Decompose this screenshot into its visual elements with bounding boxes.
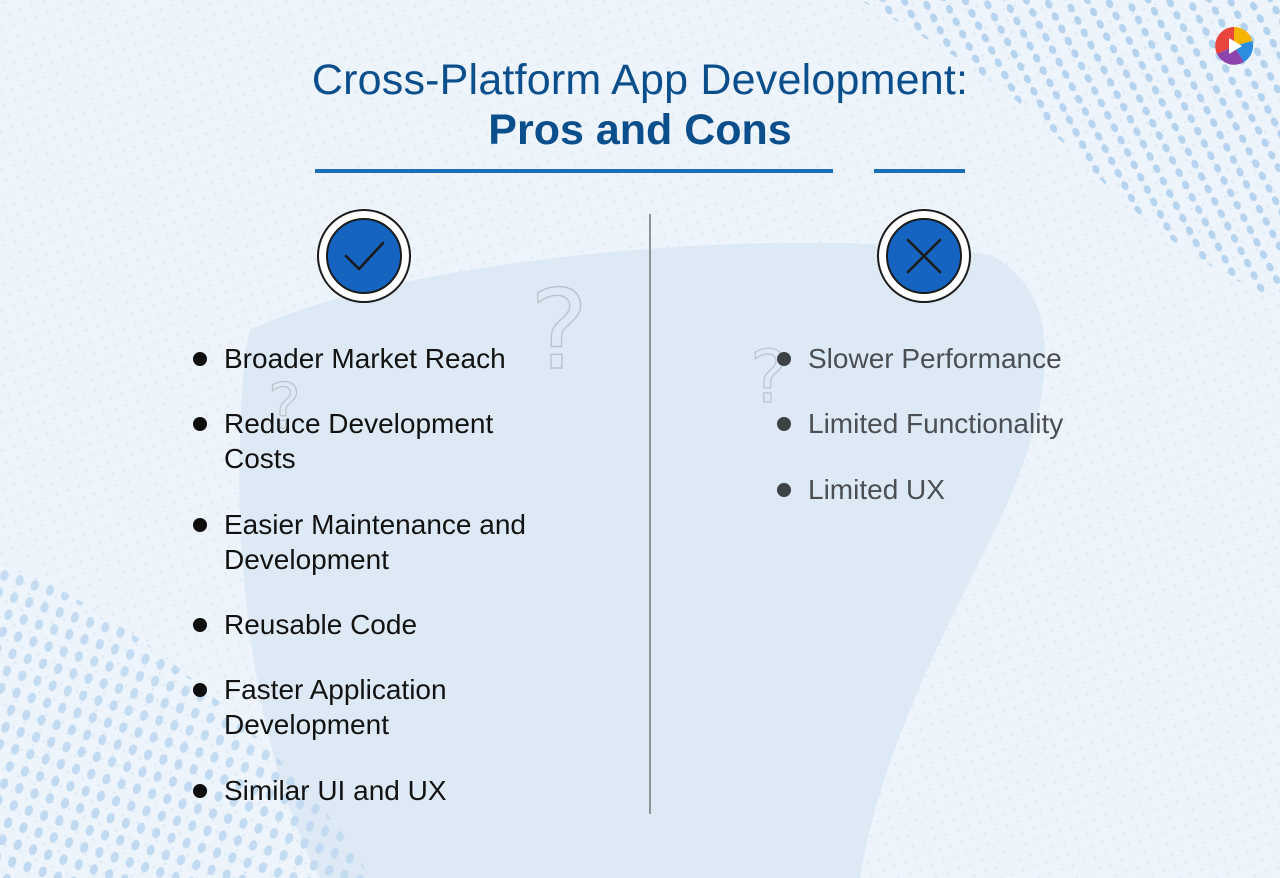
bullet-icon xyxy=(193,518,207,532)
list-item: Limited Functionality xyxy=(777,406,1063,441)
list-item: Faster Application Development xyxy=(193,672,554,742)
bullet-icon xyxy=(193,618,207,632)
list-item: Reduce Development Costs xyxy=(193,406,554,476)
pros-badge xyxy=(317,209,411,303)
page-title: Cross-Platform App Development: xyxy=(311,56,969,104)
bullet-icon xyxy=(777,352,791,366)
bullet-icon xyxy=(193,784,207,798)
question-mark-icon: ? xyxy=(268,370,301,443)
bullet-icon xyxy=(193,352,207,366)
cons-badge xyxy=(877,209,971,303)
list-item: Reusable Code xyxy=(193,607,417,642)
checkmark-icon xyxy=(344,241,385,271)
list-item: Broader Market Reach xyxy=(193,341,506,376)
bullet-icon xyxy=(777,483,791,497)
x-mark-icon xyxy=(906,238,942,274)
list-item: Limited UX xyxy=(777,472,945,507)
page-subtitle: Pros and Cons xyxy=(488,106,792,154)
column-divider xyxy=(649,214,651,814)
list-item: Similar UI and UX xyxy=(193,773,447,808)
bullet-icon xyxy=(193,417,207,431)
list-item: Easier Maintenance and Development xyxy=(193,507,554,577)
bullet-icon xyxy=(193,683,207,697)
title-underline xyxy=(315,169,833,173)
bullet-icon xyxy=(777,417,791,431)
title-underline-short xyxy=(874,169,965,173)
question-mark-icon: ? xyxy=(530,266,588,394)
list-item: Slower Performance xyxy=(777,341,1062,376)
play-logo-icon xyxy=(1215,26,1254,65)
question-mark-icon: ? xyxy=(750,335,788,419)
